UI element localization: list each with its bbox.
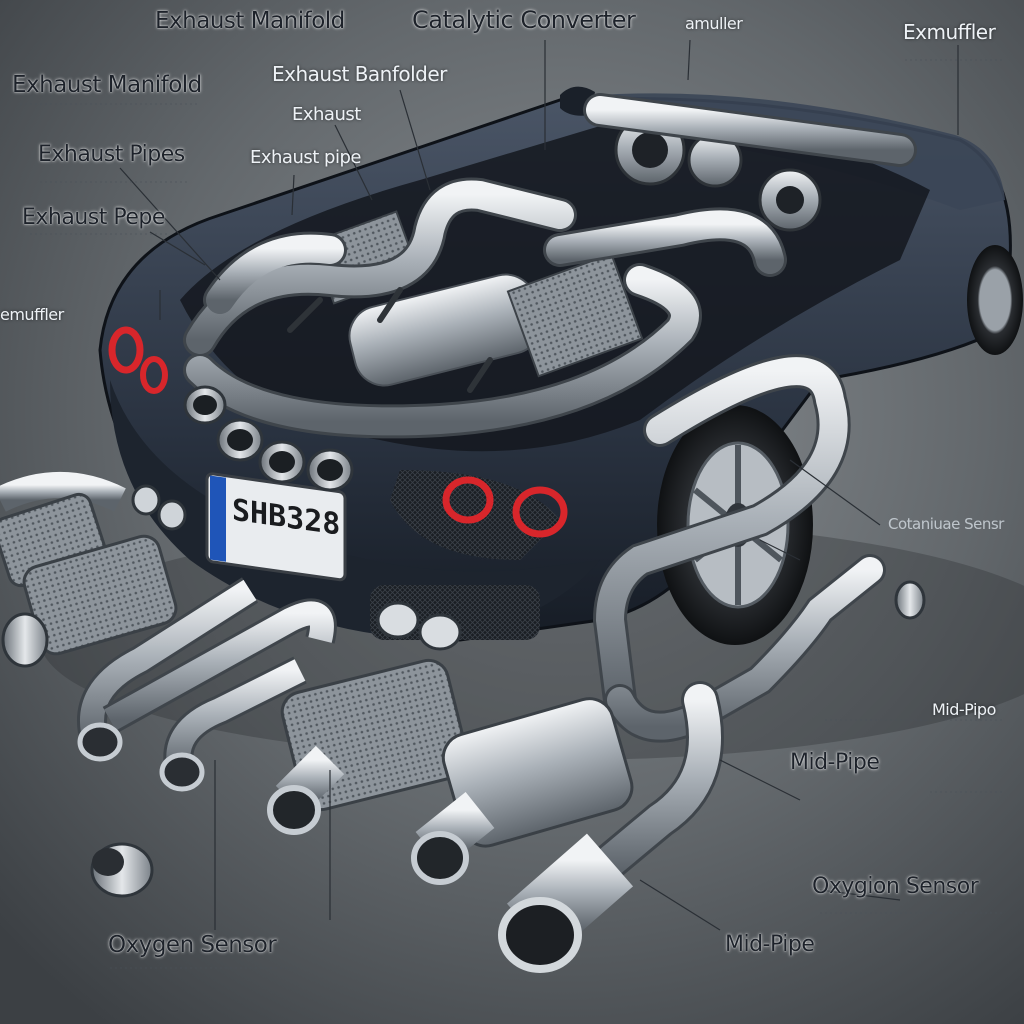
label-exhaust-manifold-top: Exhaust Manifold <box>155 8 345 34</box>
label-exhaust-banfolder: Exhaust Banfolder <box>272 62 447 86</box>
label-mid-pipo: Mid-Pipo <box>932 700 996 719</box>
license-plate: SHB328 <box>205 472 347 582</box>
rear-vent <box>390 470 560 560</box>
label-oxygion-sensor: Oxygion Sensor <box>812 874 979 899</box>
engine-bay-components <box>310 114 822 387</box>
caption-dashes <box>20 59 1005 969</box>
label-emuffler: emuffler <box>0 305 64 324</box>
label-exhaust-pipes: Exhaust Pipes <box>38 142 185 167</box>
label-exhaust: Exhaust <box>292 104 361 125</box>
label-mid-pipe-bottom: Mid-Pipe <box>725 932 815 957</box>
label-catalytic-converter: Catalytic Converter <box>412 6 636 34</box>
label-exhaust-pepe: Exhaust Pepe <box>22 205 165 230</box>
loose-parts <box>0 472 926 973</box>
front-wheel <box>967 245 1023 355</box>
label-amuller: amuller <box>685 14 743 33</box>
label-mid-pipe-right: Mid-Pipe <box>790 750 880 775</box>
label-cotanuae-sensor: Cotaniuae Sensr <box>888 515 1004 533</box>
exhaust-pipes <box>183 93 917 889</box>
label-oxygen-sensor: Oxygen Sensor <box>108 932 277 958</box>
leader-lines <box>119 39 959 931</box>
pipe-tips <box>131 385 462 651</box>
label-exmuffler: Exmuffler <box>903 20 996 44</box>
label-exhaust-manifold-left: Exhaust Manifold <box>12 72 202 98</box>
label-exhaust-pipe-center: Exhaust pipe <box>250 147 361 168</box>
tail-lights <box>108 326 568 538</box>
